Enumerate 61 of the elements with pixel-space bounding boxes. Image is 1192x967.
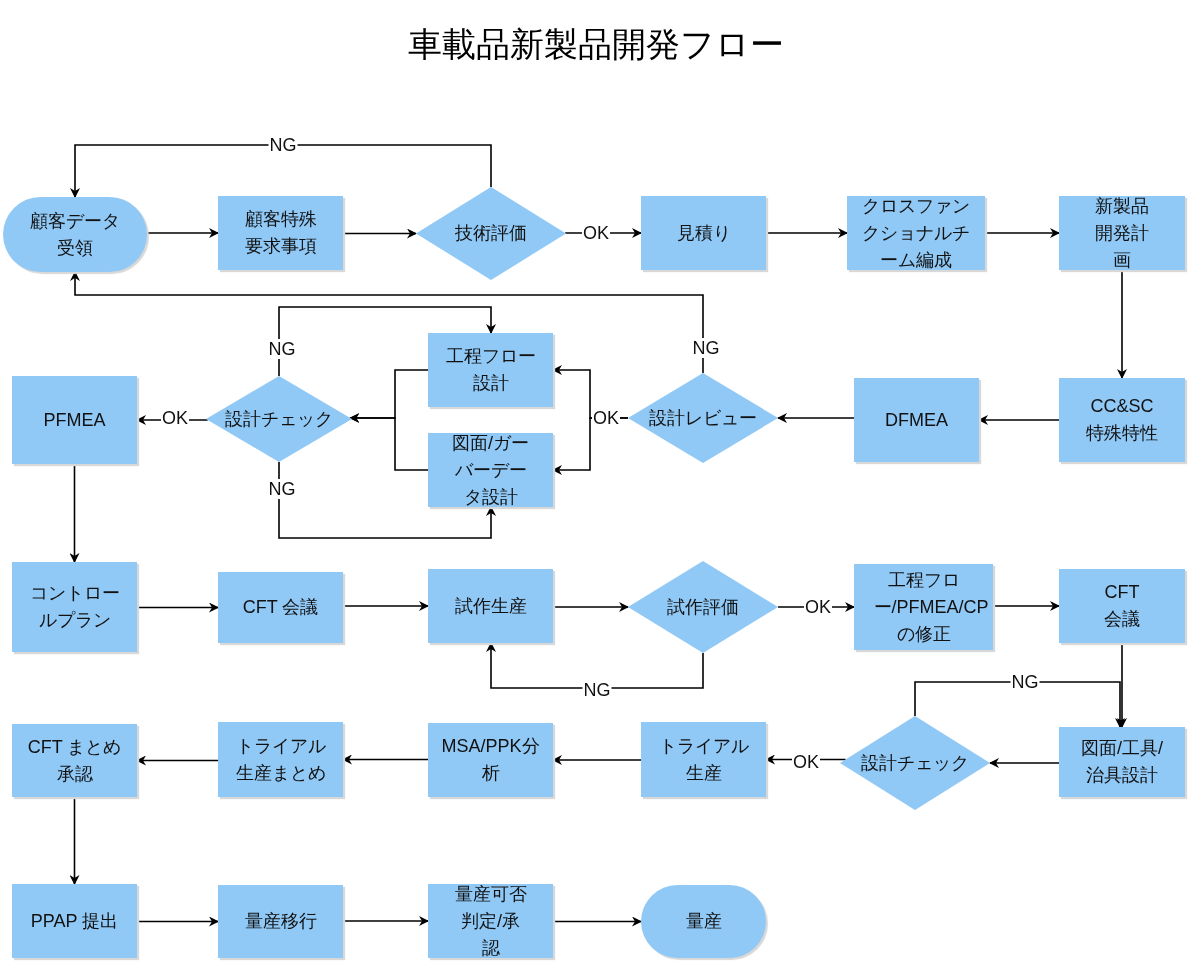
process-box: 顧客特殊要求事項 xyxy=(218,196,343,270)
process-box: コントロールプラン xyxy=(12,562,137,652)
process-box: 新製品開発計画 xyxy=(1059,196,1185,270)
edge-label: NG xyxy=(267,479,297,499)
process-box: 図面/ガーバーデータ設計 xyxy=(428,433,553,507)
arrow xyxy=(978,415,1060,425)
terminal-box: 顧客データ受領 xyxy=(3,197,147,272)
process-box: 量産可否判定/承認 xyxy=(428,884,553,958)
decision-diamond: 試作評価 xyxy=(628,561,778,653)
edge-label: NG xyxy=(267,339,297,359)
arrow xyxy=(486,642,704,689)
arrow xyxy=(989,758,1060,768)
arrow xyxy=(146,228,219,238)
arrow xyxy=(552,916,642,927)
title: 車載品新製品開発フロー xyxy=(407,25,785,65)
process-box: 工程フロー設計 xyxy=(428,333,553,407)
arrow xyxy=(278,461,496,539)
process-box: トライアル生産まとめ xyxy=(218,722,343,797)
process-box: 見積り xyxy=(641,196,766,270)
terminal-box: 量産 xyxy=(641,885,766,958)
arrow xyxy=(552,602,629,612)
process-box: トライアル生産 xyxy=(641,722,766,797)
process-box: PPAP 提出 xyxy=(12,884,137,958)
process-box: 工程フロー/PFMEA/CPの修正 xyxy=(854,564,993,650)
arrow xyxy=(349,413,429,471)
edge-label: NG xyxy=(691,338,721,358)
arrow xyxy=(552,755,642,765)
arrow xyxy=(70,271,704,374)
process-box: CC&SC特殊特性 xyxy=(1059,378,1185,462)
decision-diamond: 設計レビュー xyxy=(628,373,778,463)
process-box: CFT まとめ承認 xyxy=(12,724,137,797)
arrow xyxy=(777,413,855,423)
arrow xyxy=(70,144,492,198)
arrow xyxy=(136,916,219,927)
process-box: CFT 会議 xyxy=(218,572,343,643)
arrow xyxy=(1117,269,1127,379)
decision-diamond: 設計チェック xyxy=(206,376,352,462)
arrow xyxy=(69,796,80,885)
process-box: 試作生産 xyxy=(428,569,553,643)
arrow xyxy=(914,681,1125,728)
process-box: CFT 会議 xyxy=(1059,569,1185,643)
process-box: 図面/工具/治具設計 xyxy=(1059,727,1185,797)
process-box: 量産移行 xyxy=(218,885,343,958)
arrow xyxy=(1117,642,1127,728)
arrow xyxy=(136,755,219,766)
arrow xyxy=(69,463,80,563)
arrow xyxy=(342,601,429,611)
arrow xyxy=(278,306,496,377)
arrow xyxy=(342,754,429,765)
decision-diamond: 設計チェック xyxy=(840,716,990,810)
arrow xyxy=(765,228,848,238)
arrow xyxy=(992,601,1060,611)
decision-diamond: 技術評価 xyxy=(416,187,566,280)
process-box: クロスファンクショナルチーム編成 xyxy=(847,196,985,270)
process-box: DFMEA xyxy=(854,378,979,462)
arrow xyxy=(136,602,219,613)
arrow xyxy=(342,228,417,239)
process-box: PFMEA xyxy=(12,376,137,464)
arrow xyxy=(342,916,429,926)
arrow xyxy=(984,228,1060,238)
process-box: MSA/PPK分析 xyxy=(428,723,553,797)
